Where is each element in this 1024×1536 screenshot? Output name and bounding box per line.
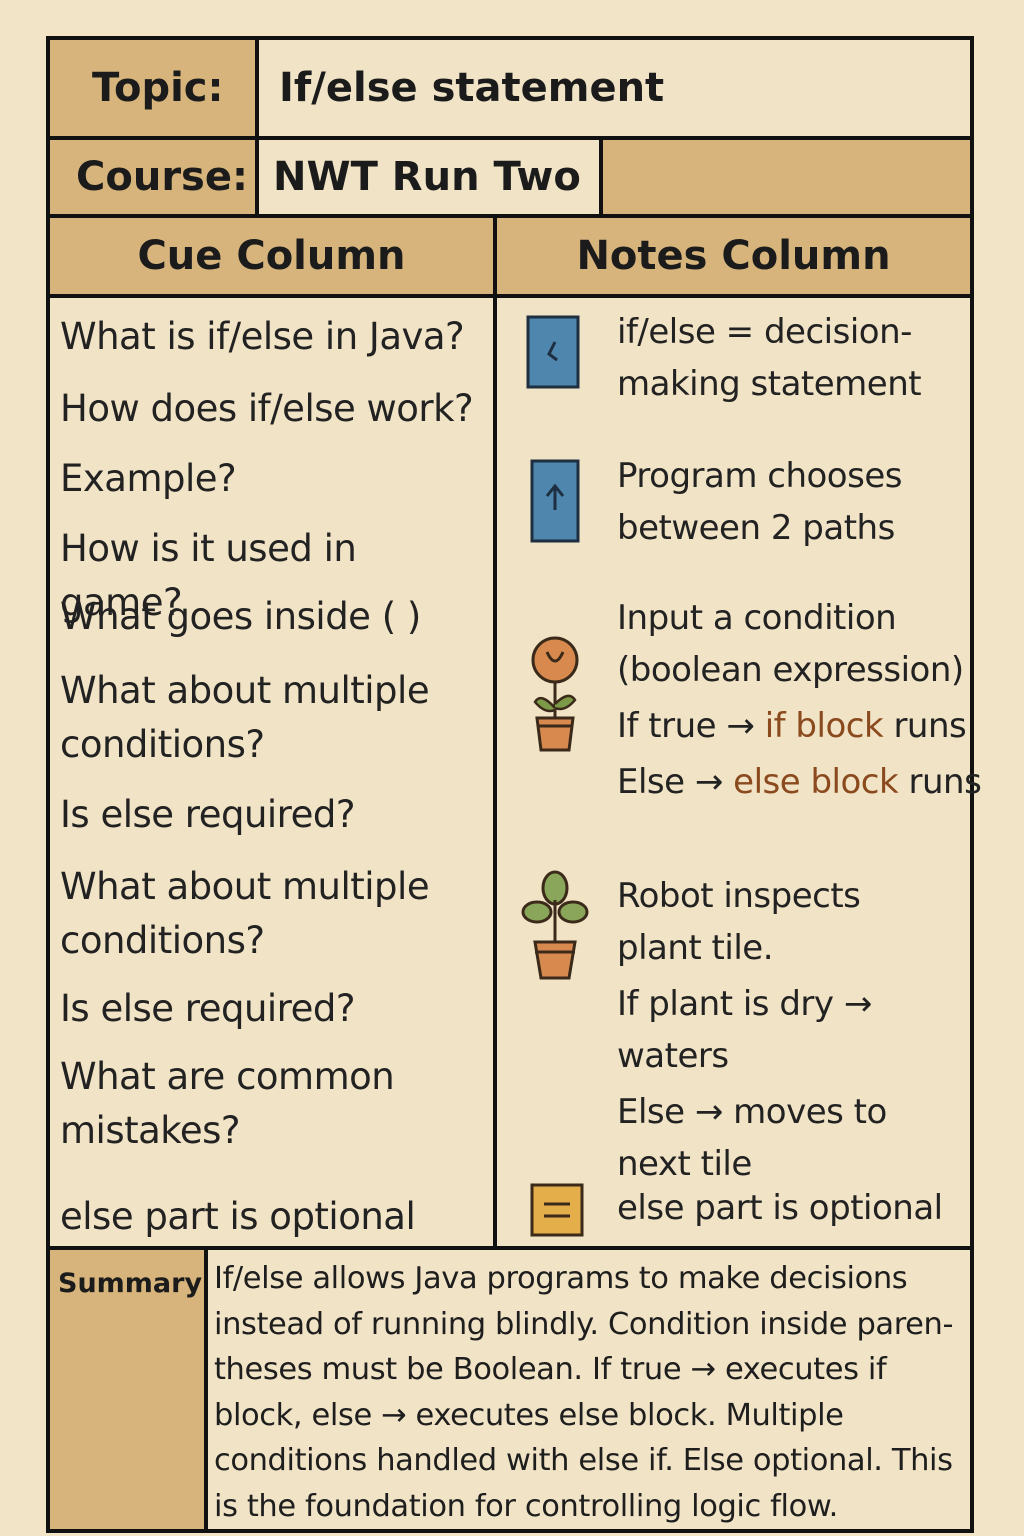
flower-pot-icon [527,630,583,758]
cue-item: Is else required? [60,793,355,836]
note-line: Else → else block runs [617,756,982,808]
cue-item: How is it used in game? [60,527,357,624]
note-line: If plant is dry → waters [617,984,872,1076]
notes-body: What is if/else in Java? How does if/els… [50,298,982,1250]
cue-item: How does if/else work? [60,387,474,430]
cue-item: What is if/else in Java? [60,315,465,358]
note-text-condition: Input a condition (boolean expression) I… [617,592,982,808]
blue-book-icon [525,314,581,394]
cue-item: What are common mistakes? [60,1055,395,1152]
topic-value: If/else statement [259,40,970,136]
course-row: Course: NWT Run Two [50,140,970,218]
cornell-notes-sheet: Topic: If/else statement Course: NWT Run… [46,36,982,1533]
course-blank-cell [603,140,970,214]
course-label: Course: [50,140,259,214]
course-value: NWT Run Two [259,140,603,214]
else-block-highlight: else block [733,762,899,802]
cue-item: else part is optional [60,1195,416,1238]
notes-list: if/else = decision-making statement Prog… [497,298,982,1246]
column-header-row: Cue Column Notes Column [50,218,970,298]
note-text: if/else = decision-making statement [617,312,922,404]
summary-label: Summary [50,1250,208,1529]
cue-item: Is else required? [60,987,355,1030]
note-text: Program chooses between 2 paths [617,456,902,548]
cue-item: What about multiple conditions? [60,669,430,766]
cue-column-header: Cue Column [50,218,497,294]
note-text-robot: Robot inspects plant tile. If plant is d… [617,870,917,1190]
note-fragment: If true → [617,706,755,746]
cue-item: Example? [60,457,237,500]
summary-text: If/else allows Java programs to make dec… [214,1261,954,1524]
if-block-highlight: if block [764,706,884,746]
note-line: If true → if block runs [617,700,967,752]
note-line: Else → moves to next tile [617,1092,887,1184]
cue-list: What is if/else in Java? How does if/els… [50,298,497,1246]
summary-row: Summary If/else allows Java programs to … [50,1250,970,1529]
cue-item: What about multiple conditions? [60,865,430,962]
note-card-icon [529,1182,585,1242]
note-fragment: Else → [617,762,723,802]
cue-item: What goes inside ( ) [60,595,421,638]
topic-label: Topic: [50,40,259,136]
topic-row: Topic: If/else statement [50,40,970,140]
plant-pot-icon [521,870,589,986]
note-line: Input a condition (boolean expression) [617,598,964,690]
note-fragment: runs [893,706,967,746]
note-text: else part is optional [617,1188,943,1228]
note-line: Robot inspects plant tile. [617,876,861,968]
note-fragment: runs [908,762,982,802]
notes-column-header: Notes Column [576,233,891,279]
blue-arrow-card-icon [529,458,581,548]
